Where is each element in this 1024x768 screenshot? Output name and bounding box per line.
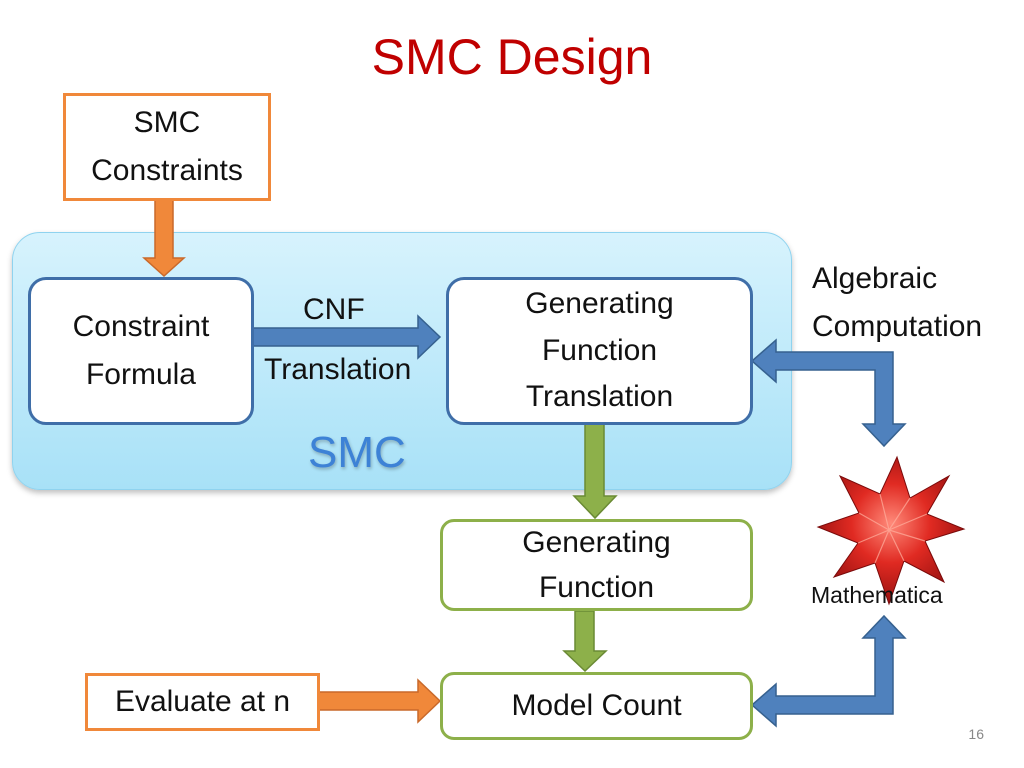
gft-line-1: Generating [525,287,674,321]
arrow-count-to-mathematica [750,614,907,728]
arrow-gf-to-count [562,610,608,673]
arrow-gft-to-mathematica [750,338,907,448]
evaluate-at-n-box: Evaluate at n [85,673,320,731]
arrow-evaluate-to-count [318,678,442,724]
arrow-formula-to-gft [252,314,442,360]
smc-constraints-box: SMC Constraints [63,93,271,201]
gft-line-2: Function [541,333,658,367]
model-count-label: Model Count [511,689,682,722]
generating-function-box: Generating Function [440,519,753,611]
smc-constraints-line-1: SMC [133,106,201,139]
slide-number: 16 [968,726,984,742]
gft-line-3: Translation [525,380,674,414]
computation-label: Computation [812,310,983,343]
gf-line-2: Function [538,571,655,604]
evaluate-at-n-label: Evaluate at n [114,685,291,718]
constraint-formula-line-2: Formula [85,358,196,391]
arrow-gft-to-gf [572,423,618,520]
algebraic-label: Algebraic [812,262,938,295]
gf-line-1: Generating [522,526,671,559]
smc-constraints-line-2: Constraints [91,154,243,187]
translation-label: Translation [264,353,412,386]
slide-title: SMC Design [371,29,653,85]
smc-region-label: SMC [308,428,406,477]
cnf-label: CNF [303,293,365,326]
mathematica-label: Mathematica [811,582,943,608]
arrow-constraints-to-formula [142,199,186,278]
mathematica-logo-icon [816,455,966,606]
constraint-formula-box: Constraint Formula [28,277,254,425]
model-count-box: Model Count [440,672,753,740]
generating-function-translation-box: Generating Function Translation [446,277,753,425]
constraint-formula-line-1: Constraint [72,310,210,343]
